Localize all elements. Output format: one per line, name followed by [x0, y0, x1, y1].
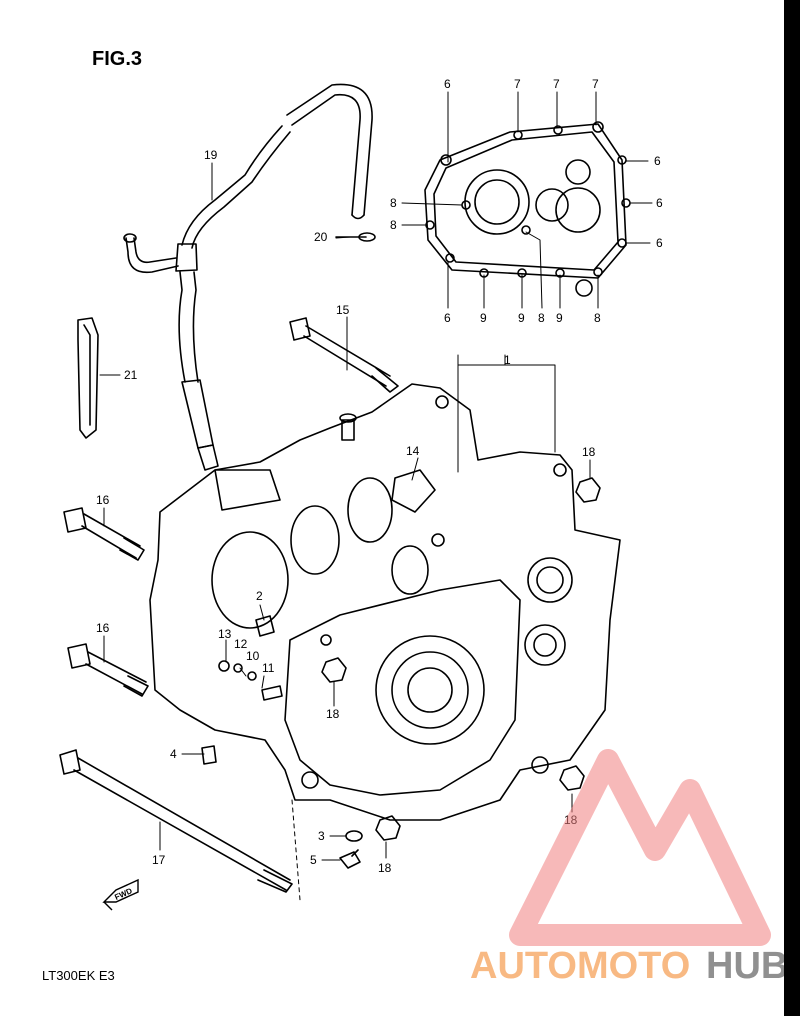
crankcase: [149, 383, 621, 821]
callout-16: 16: [96, 493, 110, 507]
callout-1: 1: [504, 353, 511, 367]
callout-3: 3: [318, 829, 325, 843]
callout-21: 21: [124, 368, 138, 382]
nut-18-c: [559, 765, 585, 791]
callout-8: 8: [538, 311, 545, 325]
callout-14: 14: [406, 444, 420, 458]
callout-6: 6: [656, 196, 663, 210]
callout-20: 20: [314, 230, 328, 244]
fwd-label: FWD: [113, 886, 134, 902]
nut-18-b: [321, 657, 347, 683]
callout-18: 18: [378, 861, 392, 875]
bolt-15: [289, 317, 399, 393]
callout-17: 17: [152, 853, 166, 867]
watermark-part2: HUB: [706, 945, 784, 987]
stud-17: [59, 749, 293, 893]
callout-9: 9: [518, 311, 525, 325]
callout-7: 7: [514, 77, 521, 91]
callout-13: 13: [218, 627, 232, 641]
figure-title: FIG.3: [92, 48, 143, 70]
callout-7: 7: [592, 77, 599, 91]
callout-6: 6: [654, 154, 661, 168]
callout-9: 9: [556, 311, 563, 325]
callout-labels: 1 2 3 4 5 6 6 6 6 6 7 7 7 8 8 8 8 9 9 9 …: [96, 77, 663, 875]
callout-8: 8: [594, 311, 601, 325]
right-border-bar: [784, 0, 800, 1016]
callout-11: 11: [262, 661, 275, 675]
breather-hose: [123, 83, 373, 471]
callout-7: 7: [553, 77, 560, 91]
watermark-part1: AUTOMOTO: [470, 945, 690, 987]
dowel-pin: [255, 615, 275, 637]
small-parts: [218, 660, 283, 701]
crankcase-gasket: [424, 121, 631, 297]
callout-6: 6: [656, 236, 663, 250]
dashed-guides: [291, 799, 301, 901]
watermark-logo-icon: [509, 749, 771, 946]
callout-10: 10: [246, 649, 260, 663]
callout-18: 18: [326, 707, 340, 721]
drain-plug-4: [201, 745, 217, 765]
callout-18: 18: [582, 445, 596, 459]
callout-6: 6: [444, 77, 451, 91]
leader-lines: [99, 91, 653, 861]
callout-15: 15: [336, 303, 350, 317]
bolt-16-lower: [67, 643, 149, 697]
callout-12: 12: [234, 637, 248, 651]
hose-clip: [335, 232, 376, 242]
bracket: [77, 317, 99, 439]
watermark-text: AUTOMOTO HUB: [470, 945, 784, 987]
callout-4: 4: [170, 747, 177, 761]
callout-8: 8: [390, 196, 397, 210]
callout-5: 5: [310, 853, 317, 867]
callout-19: 19: [204, 148, 218, 162]
callout-16: 16: [96, 621, 110, 635]
fwd-arrow-icon: FWD: [102, 878, 139, 911]
nut-18-d: [375, 815, 401, 841]
callout-6: 6: [444, 311, 451, 325]
bolt-16-upper: [63, 507, 145, 561]
callout-2: 2: [256, 589, 263, 603]
washer-3: [345, 830, 363, 842]
callout-8: 8: [390, 218, 397, 232]
callout-9: 9: [480, 311, 487, 325]
model-code: LT300EK E3: [42, 968, 115, 983]
nut-18-a: [575, 477, 601, 503]
bolt-5: [339, 849, 361, 869]
